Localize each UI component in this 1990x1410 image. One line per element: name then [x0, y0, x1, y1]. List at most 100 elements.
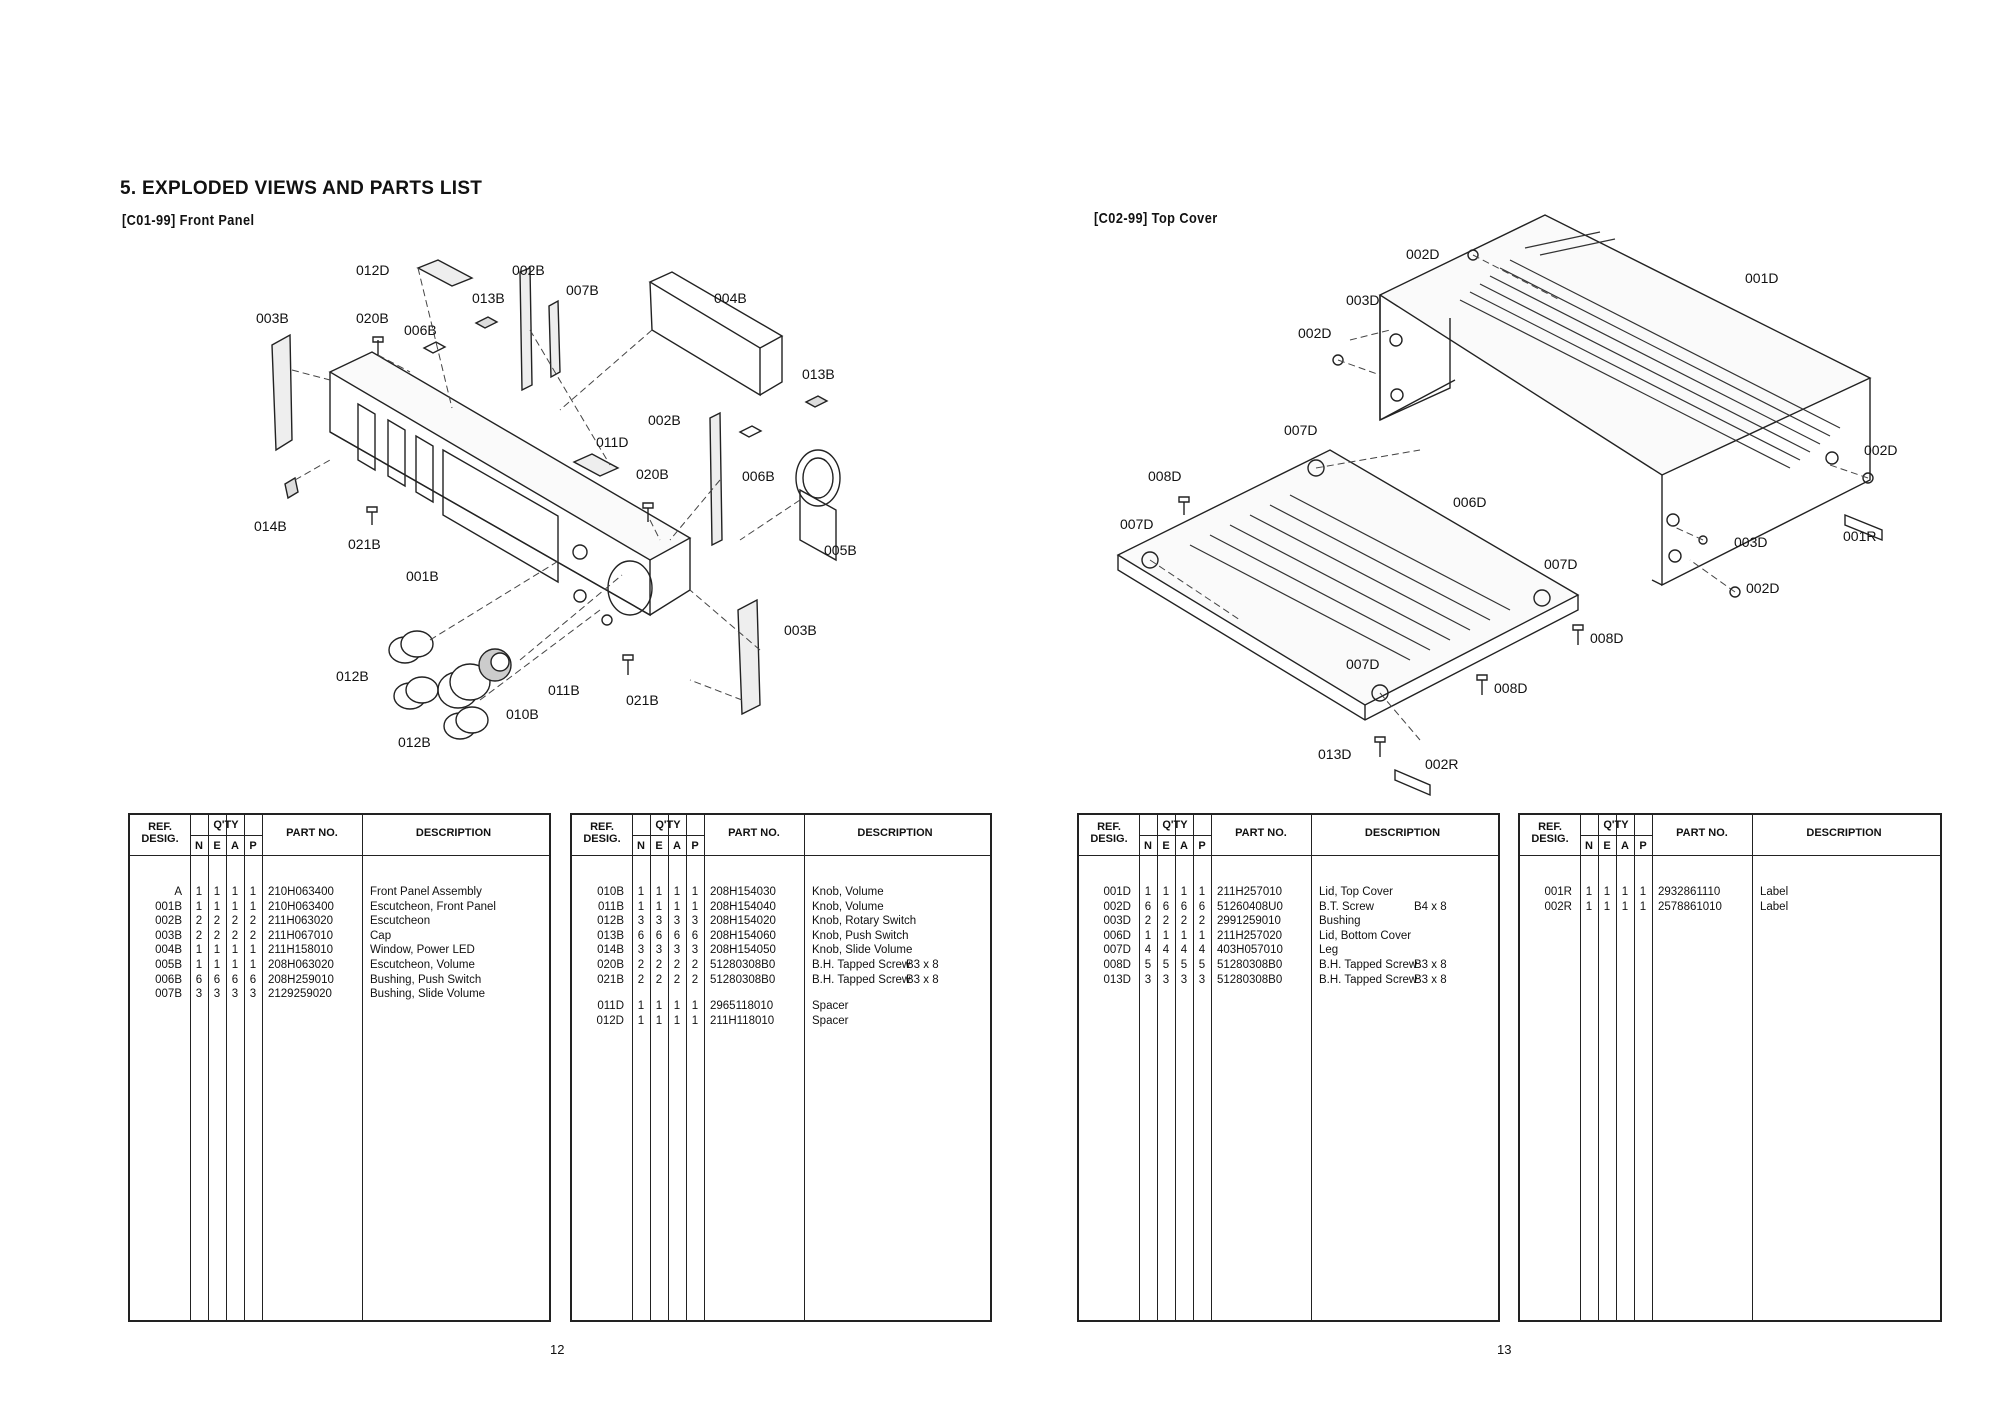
qty-value: 3 — [673, 915, 681, 928]
qty-value: 5 — [1144, 958, 1152, 971]
page-heading: 5. EXPLODED VIEWS AND PARTS LIST — [120, 178, 483, 199]
ref-desig: 003D — [1103, 915, 1132, 928]
callout-012b: 012B — [336, 668, 369, 684]
callout-012d: 012D — [356, 262, 390, 278]
qty-value: 1 — [195, 886, 203, 898]
qty-value: 4 — [1144, 944, 1152, 957]
ref-desig: 002B — [155, 915, 182, 928]
callout-007d-2: 007D — [1120, 516, 1154, 532]
ref-desig: 014B — [597, 944, 624, 957]
part-number: 2932861110 — [1658, 886, 1721, 898]
qty-value: 6 — [655, 929, 663, 942]
part-number: 2965118010 — [710, 1000, 774, 1013]
qty-value: 1 — [213, 944, 221, 957]
part-number: 208H154020 — [710, 915, 776, 928]
qty-value: 5 — [1162, 958, 1170, 971]
ref-desig: 012B — [597, 915, 624, 928]
description: Lid, Top Cover — [1319, 886, 1393, 898]
qty-value: 1 — [637, 900, 645, 913]
part-number: 51280308B0 — [1217, 958, 1283, 971]
callout-007d-4: 007D — [1346, 656, 1380, 672]
description: Spacer — [812, 1000, 849, 1013]
qty-value: 3 — [195, 988, 203, 1001]
part-number: 51280308B0 — [1217, 973, 1283, 986]
description: B.H. Tapped Screw — [812, 958, 911, 971]
callout-021b-2: 021B — [626, 692, 659, 708]
description: Spacer — [812, 1014, 849, 1027]
callout-011d: 011D — [596, 434, 629, 450]
description: Escutcheon, Front Panel — [370, 900, 496, 913]
callout-006b: 006B — [404, 322, 437, 338]
qty-value: 2 — [637, 958, 645, 971]
callout-020b-2: 020B — [636, 466, 669, 482]
qty-value: 2 — [195, 915, 203, 928]
qty-value: 4 — [1180, 944, 1188, 957]
callout-008d-3: 008D — [1494, 680, 1528, 696]
part-number: 51280308B0 — [710, 958, 776, 971]
part-number: 208H154040 — [710, 900, 776, 913]
description: Knob, Volume — [812, 886, 884, 898]
qty-value: 3 — [231, 988, 239, 1001]
description: Bushing, Push Switch — [370, 973, 482, 986]
description: Front Panel Assembly — [370, 886, 482, 898]
part-number: 211H118010 — [710, 1014, 775, 1027]
qty-value: 2 — [1144, 915, 1152, 928]
header-description: DESCRIPTION — [857, 827, 933, 839]
description: B.H. Tapped Screw — [1319, 973, 1418, 986]
qty-value: 1 — [1639, 900, 1647, 913]
header-qty-col: E — [213, 840, 221, 852]
qty-value: 2 — [249, 915, 257, 928]
qty-value: 1 — [637, 1014, 645, 1027]
qty-value: 6 — [213, 973, 221, 986]
ref-desig: 011D — [597, 1000, 624, 1013]
callout-002d-3: 002D — [1864, 442, 1898, 458]
header-qty: Q'TY — [213, 819, 239, 831]
screw-size: B3 x 8 — [1414, 973, 1447, 986]
qty-value: 6 — [673, 929, 681, 942]
description: Cap — [370, 929, 392, 942]
qty-value: 1 — [1585, 900, 1593, 913]
qty-value: 6 — [637, 929, 645, 942]
ref-desig: 012D — [596, 1014, 625, 1027]
qty-value: 6 — [1144, 900, 1152, 913]
callout-001r: 001R — [1843, 528, 1877, 544]
qty-value: 6 — [691, 929, 699, 942]
qty-value: 6 — [249, 973, 257, 986]
header-qty: Q'TY — [1162, 819, 1188, 831]
callout-008d-2: 008D — [1590, 630, 1624, 646]
part-number: 208H154030 — [710, 886, 776, 898]
qty-value: 2 — [213, 915, 221, 928]
screw-size: B4 x 8 — [1414, 900, 1447, 913]
callout-020b: 020B — [356, 310, 389, 326]
part-number: 51260408U0 — [1217, 900, 1283, 913]
header-description: DESCRIPTION — [415, 827, 492, 839]
ref-desig: 001R — [1544, 886, 1573, 898]
callout-002r: 002R — [1425, 756, 1459, 772]
callout-013b-2: 013B — [802, 366, 835, 382]
qty-value: 3 — [637, 944, 645, 957]
part-number: 208H259010 — [268, 973, 334, 986]
qty-value: 6 — [1162, 900, 1170, 913]
ref-desig: 020B — [597, 958, 624, 971]
qty-value: 5 — [1180, 958, 1188, 971]
header-ref: REF.DESIG. — [583, 821, 621, 845]
qty-value: 2 — [1162, 915, 1170, 928]
ref-desig: 007D — [1103, 944, 1132, 957]
qty-value: 1 — [637, 886, 645, 898]
qty-value: 3 — [637, 915, 645, 928]
header-qty-col: N — [195, 840, 203, 852]
